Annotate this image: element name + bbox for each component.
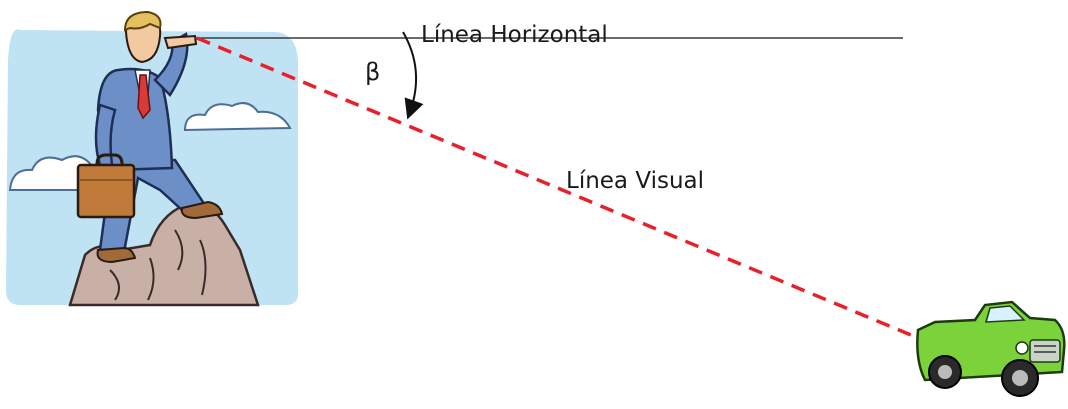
- green-pickup-truck-icon: [917, 302, 1064, 396]
- shoe: [98, 248, 135, 262]
- horizontal-line-label: Línea Horizontal: [421, 22, 608, 48]
- angle-arc-arrow: [403, 32, 416, 112]
- briefcase-icon: [78, 155, 134, 217]
- angle-label: β: [365, 58, 380, 86]
- businessman-on-rock-icon: [6, 12, 298, 305]
- visual-line-label: Línea Visual: [566, 168, 704, 194]
